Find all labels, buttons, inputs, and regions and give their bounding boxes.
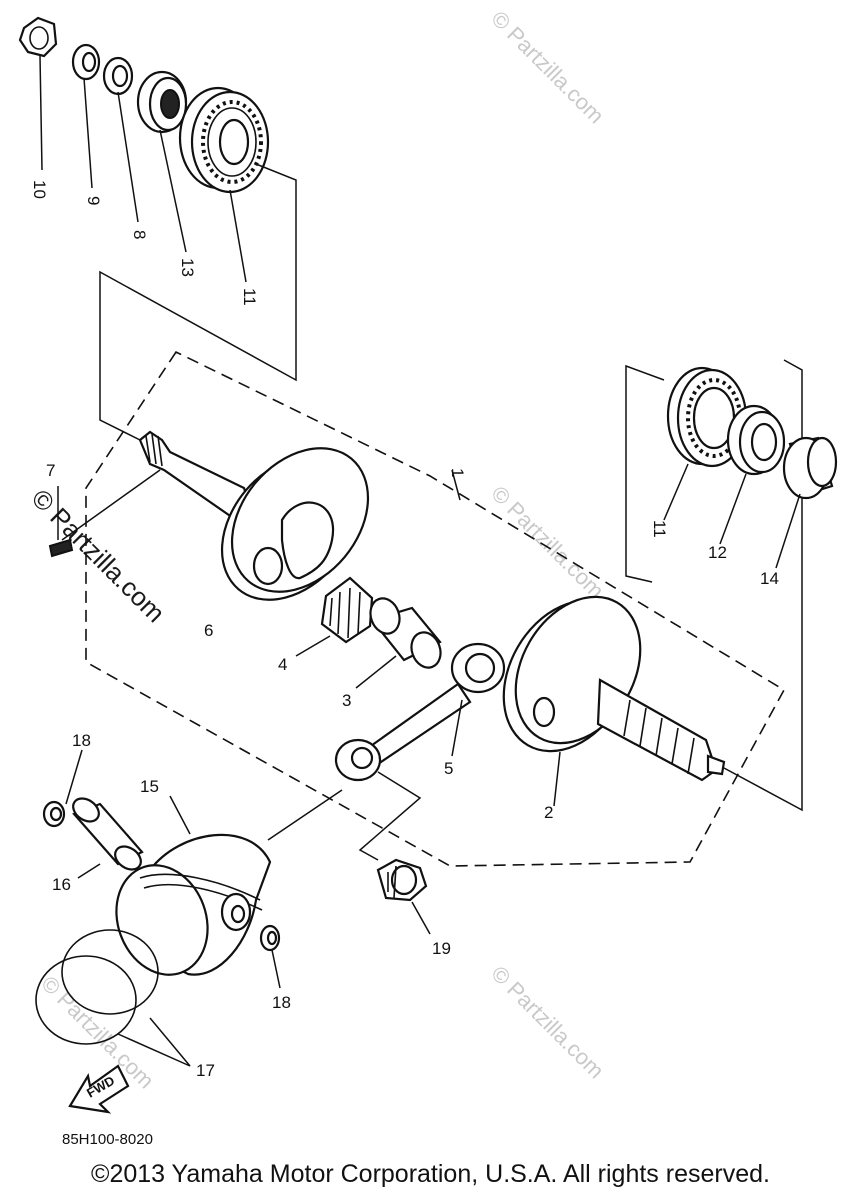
callout-2: 2	[544, 803, 553, 822]
crank-left-half-6	[138, 430, 370, 601]
callout-3: 3	[342, 691, 351, 710]
oil-seal-13	[136, 70, 188, 134]
washer-8	[102, 56, 134, 96]
callout-15: 15	[140, 777, 159, 796]
oil-seal-12	[726, 404, 786, 476]
callout-7: 7	[46, 461, 55, 480]
callout-18-left: 18	[72, 731, 91, 750]
collar-14	[782, 436, 838, 500]
nut-10	[18, 16, 58, 58]
key-7	[48, 469, 161, 558]
callout-19: 19	[432, 939, 451, 958]
watermark-top: © Partzilla.com	[486, 6, 609, 129]
callout-5: 5	[444, 759, 453, 778]
watermark-left: © Partzilla.com	[26, 483, 171, 628]
callout-1: 1	[448, 468, 467, 477]
callout-11-top: 11	[240, 288, 259, 306]
crank-pin-3	[369, 597, 442, 669]
callout-13: 13	[178, 258, 197, 277]
circlip-18-right	[259, 924, 281, 952]
callout-9: 9	[84, 196, 103, 205]
callout-11-right: 11	[650, 520, 669, 538]
piston-pin-16	[72, 797, 144, 871]
watermark-bottom-right: © Partzilla.com	[486, 961, 609, 1084]
drawing-code: 85H100-8020	[62, 1131, 153, 1148]
callout-8: 8	[130, 230, 149, 239]
callout-12: 12	[708, 543, 727, 562]
callout-labels: 10 9 8 13 11 7 1 11 12 14 6 4 3 5 2 18 1…	[30, 180, 779, 1080]
watermark-middle: © Partzilla.com	[486, 481, 609, 604]
piston-rings-17	[35, 929, 159, 1045]
piston-15	[115, 833, 272, 976]
lock-washer-9	[71, 43, 101, 81]
callout-4: 4	[278, 655, 287, 674]
small-end-bearing-19	[376, 858, 428, 902]
callout-17: 17	[196, 1061, 215, 1080]
copyright-notice: ©2013 Yamaha Motor Corporation, U.S.A. A…	[91, 1160, 770, 1188]
callout-14: 14	[760, 569, 779, 588]
callout-16: 16	[52, 875, 71, 894]
callout-18-right: 18	[272, 993, 291, 1012]
forward-direction-arrow: FWD	[68, 1064, 130, 1114]
watermark-bottom-left: © Partzilla.com	[36, 971, 159, 1094]
circlip-18-left	[42, 800, 66, 828]
connecting-rod-5	[334, 642, 506, 782]
bearing-11-top	[178, 86, 270, 194]
callout-10: 10	[30, 180, 49, 199]
callout-6: 6	[204, 621, 213, 640]
needle-bearing-4	[320, 576, 374, 644]
crank-right-half-2	[502, 595, 726, 782]
